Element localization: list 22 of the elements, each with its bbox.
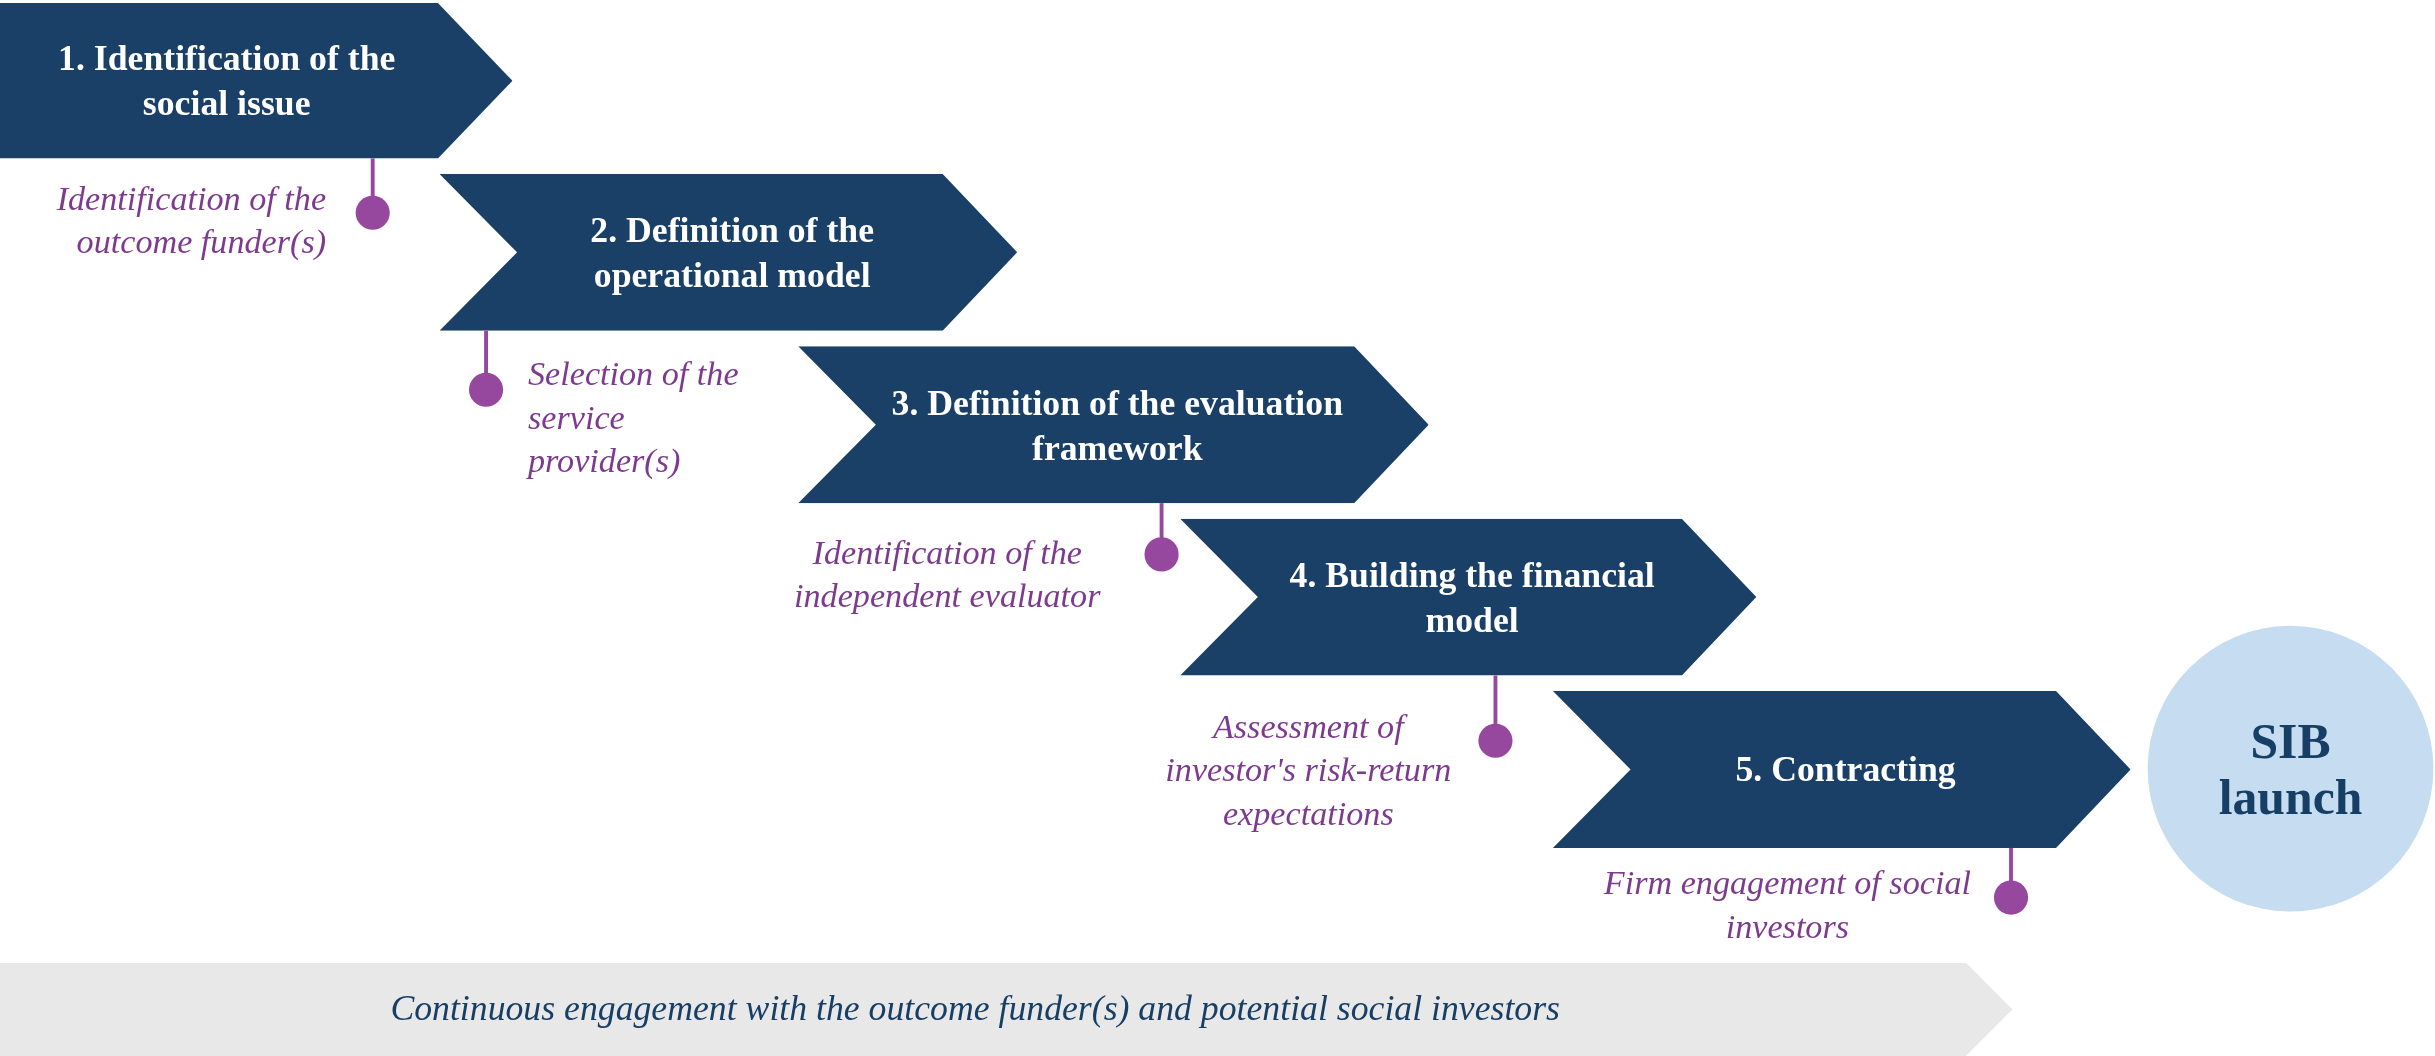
chevron-step xyxy=(1180,518,1757,676)
step-title: 1. Identification of the social issue xyxy=(57,37,397,125)
chevron-step xyxy=(798,346,1429,504)
step-title: 4. Building the financial model xyxy=(1288,554,1656,641)
annotation-text: Firm engagement of social investors xyxy=(1591,861,1984,949)
step-title: 5. Contracting xyxy=(1735,749,1956,791)
leader-line xyxy=(1144,503,1179,572)
annotation-text: Assessment of investor's risk-return expectations xyxy=(1149,705,1468,836)
annotation-text: Selection of the service provider(s) xyxy=(528,352,746,483)
leader-line xyxy=(1478,675,1513,758)
leader-line xyxy=(1993,847,2029,915)
milestone-label: SIB launch xyxy=(2217,712,2364,825)
chevron-step xyxy=(0,3,513,159)
leader-line xyxy=(355,158,390,230)
step-title: 2. Definition of the operational model xyxy=(589,209,876,297)
annotation-text: Identification of the outcome funder(s) xyxy=(31,177,327,264)
step-title: 3. Definition of the evaluation framework xyxy=(890,381,1344,469)
banner-text: Continuous engagement with the outcome funder(s) and potential social investors xyxy=(390,989,1560,1030)
leader-line xyxy=(469,330,504,407)
chevron-step xyxy=(439,173,1018,331)
chevron-step xyxy=(1552,691,2131,848)
annotation-text: Identification of the independent evaluator xyxy=(792,531,1103,619)
